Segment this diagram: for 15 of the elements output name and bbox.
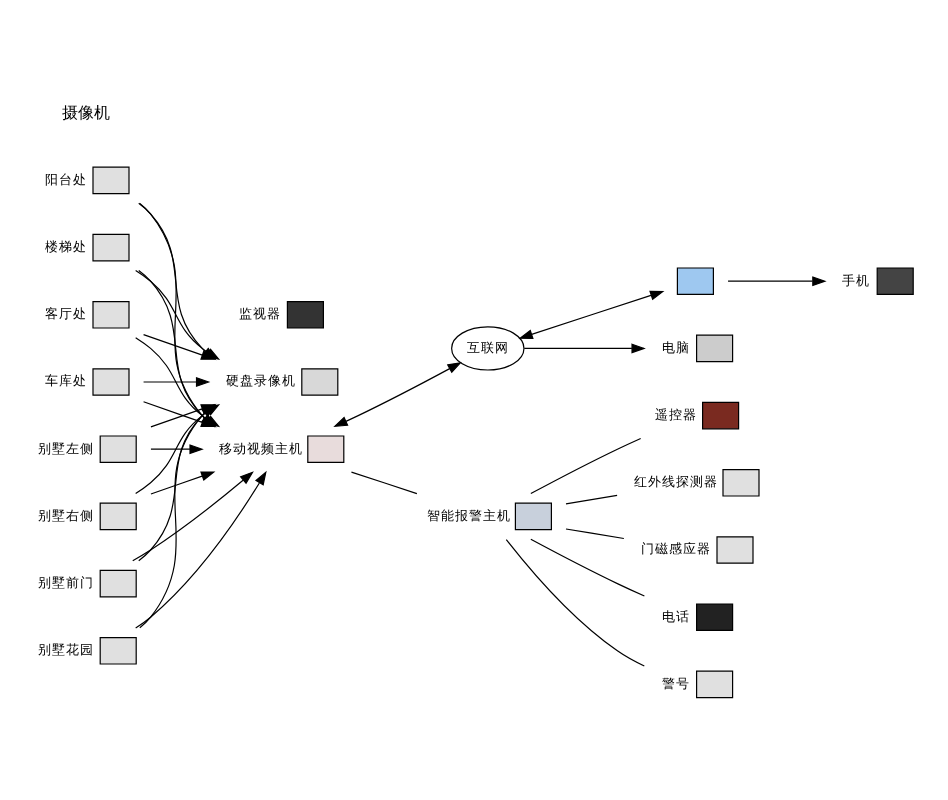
arrow: [727, 276, 827, 287]
connector: [565, 494, 618, 505]
arrow: [333, 362, 462, 428]
arrow: [142, 376, 211, 388]
arrow: [135, 470, 267, 629]
connector: [350, 471, 418, 495]
arrow: [523, 343, 646, 354]
arrow: [150, 444, 204, 455]
connector: [565, 528, 625, 540]
connector: [530, 437, 642, 495]
arrow: [132, 471, 254, 562]
arrow: [518, 290, 665, 340]
arrow: [150, 471, 216, 495]
connector: [505, 538, 645, 667]
connector: [530, 538, 645, 597]
